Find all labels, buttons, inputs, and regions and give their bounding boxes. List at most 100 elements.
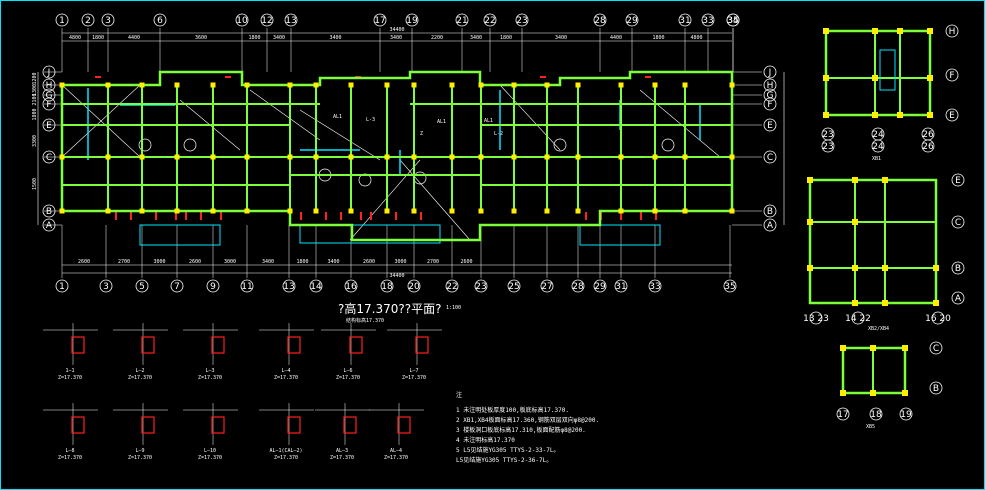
column bbox=[313, 82, 319, 88]
rebar-mark bbox=[585, 212, 587, 220]
axis-circle bbox=[42, 65, 56, 79]
axis-bubble-bottom: 25 bbox=[507, 279, 521, 293]
dim-top-text: 3400 bbox=[273, 35, 285, 41]
axis-label: 27 bbox=[541, 282, 552, 292]
column bbox=[852, 265, 858, 271]
column bbox=[807, 265, 813, 271]
section-sub: Z=17.370 bbox=[198, 375, 222, 381]
axis-circle bbox=[593, 13, 607, 27]
column bbox=[384, 154, 390, 160]
dim-bottom-text: 1800 bbox=[296, 259, 308, 265]
dim-top-text: 3400 bbox=[470, 35, 482, 41]
round-opening bbox=[553, 138, 567, 152]
rebar-mark bbox=[200, 212, 202, 220]
column bbox=[544, 208, 550, 214]
dim-bottom-text: 3400 bbox=[327, 259, 339, 265]
section-detail: L—9Z=17.370 bbox=[113, 403, 168, 461]
axis-label: 17 bbox=[837, 410, 848, 420]
section-detail: L—10Z=17.370 bbox=[183, 403, 238, 461]
section-label: L—6 bbox=[343, 368, 352, 374]
column bbox=[840, 390, 846, 396]
axis-label: 19 bbox=[406, 16, 418, 26]
axis-circle bbox=[309, 279, 323, 293]
column bbox=[411, 154, 417, 160]
dim-bottom-text: 2600 bbox=[363, 259, 375, 265]
note-line-5: 5 L5见结施YG305 TTYS-2-33-7L。 bbox=[456, 446, 559, 454]
axis-bubble-detail: 24 bbox=[871, 139, 885, 153]
axis-bubble-bottom: 31 bbox=[614, 279, 628, 293]
axis-label: 35 bbox=[724, 282, 735, 292]
axis-circle bbox=[282, 279, 296, 293]
dim-bottom-text: 3000 bbox=[224, 259, 236, 265]
axis-circle bbox=[206, 279, 220, 293]
axis-bubble-right: G bbox=[763, 88, 777, 102]
axis-circle bbox=[899, 407, 913, 421]
dim-left-text: 2100 bbox=[32, 93, 38, 105]
section-detail: L—7Z=17.370 bbox=[387, 323, 442, 381]
column bbox=[174, 82, 180, 88]
rebar-mark bbox=[225, 76, 231, 78]
stair-block bbox=[579, 224, 661, 246]
axis-label: 14 bbox=[310, 282, 322, 292]
section-beam bbox=[141, 336, 155, 354]
plan-label: L-2 bbox=[494, 131, 503, 137]
column bbox=[384, 208, 390, 214]
column bbox=[933, 300, 939, 306]
section-sub: Z=17.370 bbox=[198, 455, 222, 461]
column bbox=[511, 208, 517, 214]
column bbox=[870, 345, 876, 351]
axis-bubble-top: 33 bbox=[701, 13, 715, 27]
plan-scale: 1:100 bbox=[446, 305, 461, 311]
plan-label: AL1 bbox=[484, 118, 493, 124]
axis-circle bbox=[951, 173, 965, 187]
column bbox=[511, 82, 517, 88]
column bbox=[348, 154, 354, 160]
column bbox=[872, 75, 878, 81]
axis-bubble-detail: 23 bbox=[821, 127, 835, 141]
rebar-mark bbox=[395, 212, 397, 220]
section-detail: L—4Z=17.370 bbox=[259, 323, 314, 381]
section-beam bbox=[141, 416, 155, 434]
dim-top-text: 1800 bbox=[92, 35, 104, 41]
axis-label: B bbox=[767, 207, 773, 217]
axis-bubble-bottom: 27 bbox=[540, 279, 554, 293]
axis-circle bbox=[763, 65, 777, 79]
axis-bubble-bottom: 33 bbox=[648, 279, 662, 293]
section-label: 1—1 bbox=[65, 368, 74, 374]
dim-left-text: 1500 bbox=[32, 178, 38, 190]
axis-label: 13 23 bbox=[803, 314, 829, 324]
dim-bottom-total-text: 34400 bbox=[389, 273, 404, 279]
dim-bottom-text: 2600 bbox=[78, 259, 90, 265]
axis-bubble-right: J bbox=[763, 65, 777, 79]
axis-circle bbox=[235, 13, 249, 27]
column bbox=[897, 28, 903, 34]
axis-bubble-top: 12 bbox=[260, 13, 274, 27]
section-label: L—8 bbox=[65, 448, 74, 454]
axis-label: C bbox=[955, 218, 961, 228]
section-label: AL—4 bbox=[390, 448, 402, 454]
opening-hatch bbox=[249, 89, 321, 141]
rebar-mark bbox=[185, 212, 187, 220]
section-detail: L—2Z=17.370 bbox=[113, 323, 168, 381]
axis-bubble-left: A bbox=[42, 218, 56, 232]
column bbox=[544, 82, 550, 88]
axis-label: 31 bbox=[679, 16, 690, 26]
axis-bubble-bottom: 5 bbox=[135, 279, 149, 293]
axis-bubble-detail: B bbox=[929, 381, 943, 395]
axis-bubble-top: 10 bbox=[235, 13, 249, 27]
axis-label: 23 bbox=[516, 16, 527, 26]
dim-bottom-text: 2600 bbox=[189, 259, 201, 265]
section-detail: AL—3Z=17.370 bbox=[315, 403, 370, 461]
column bbox=[682, 82, 688, 88]
dim-bottom-text: 3000 bbox=[153, 259, 165, 265]
axis-bubble-detail: 16 20 bbox=[925, 311, 951, 325]
axis-circle bbox=[921, 139, 935, 153]
rebar-mark bbox=[360, 212, 362, 220]
axis-label: E bbox=[955, 176, 961, 186]
axis-label: 5 bbox=[139, 282, 145, 292]
axis-circle bbox=[240, 279, 254, 293]
column bbox=[823, 75, 829, 81]
axis-circle bbox=[55, 13, 69, 27]
axis-bubble-left: F bbox=[42, 97, 56, 111]
